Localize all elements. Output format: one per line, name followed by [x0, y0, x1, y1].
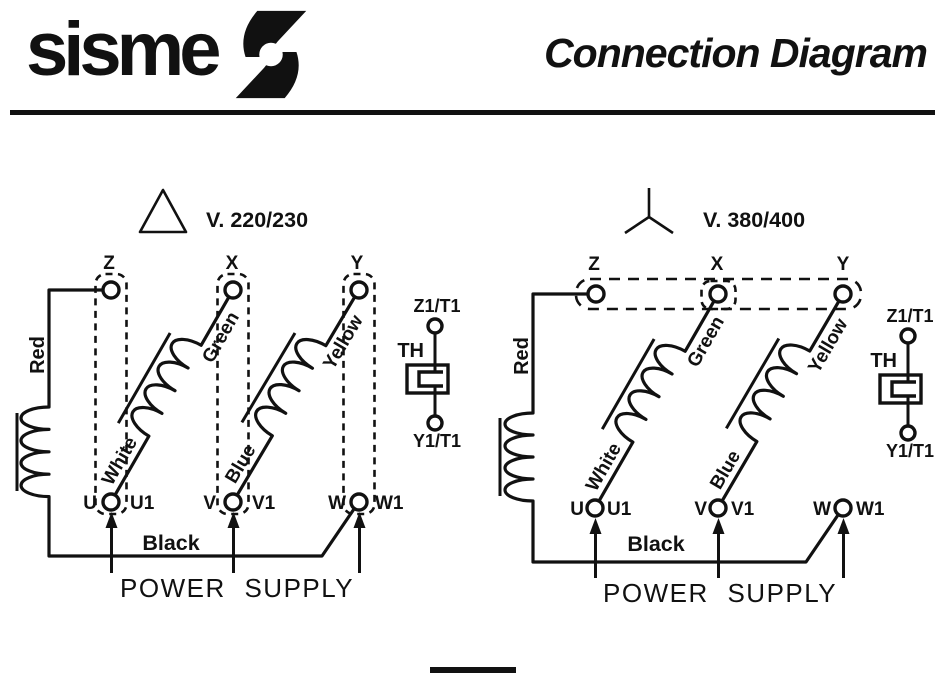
power-supply-arrows [589, 518, 850, 578]
thermal-protector: Z1/T1 TH Y1/T1 [397, 296, 461, 451]
terminal-label-v: V [203, 493, 216, 514]
terminal-z [101, 280, 121, 300]
terminal-label-u: U [83, 493, 97, 514]
page-title: Connection Diagram [544, 30, 928, 76]
thermal-bottom-label: Y1/T1 [886, 441, 934, 461]
terminal-label-y: Y [351, 253, 364, 274]
thermal-top-terminal [899, 327, 917, 345]
star-connection-diagram: V. 380/400 Red White Green Blue Yellow [498, 188, 934, 608]
terminal-u [585, 498, 605, 518]
main-winding-wire [503, 292, 840, 564]
thermal-device-label: TH [870, 350, 897, 372]
terminal-u [101, 492, 121, 512]
terminal-y [349, 280, 369, 300]
terminal-label-w: W [813, 499, 831, 520]
thermal-device-label: TH [397, 340, 424, 362]
star-y-icon [624, 188, 674, 235]
scan-artifact [430, 667, 516, 673]
terminal-label-z: Z [588, 254, 600, 275]
terminal-x [708, 284, 728, 304]
wire-label-red: Red [511, 337, 533, 375]
terminal-label-u: U [570, 499, 584, 520]
thermal-top-label: Z1/T1 [886, 306, 933, 326]
terminal-label-u1: U1 [607, 499, 632, 520]
thermal-top-terminal [426, 317, 444, 335]
power-supply-arrows [105, 512, 366, 573]
terminal-z [586, 284, 606, 304]
terminal-label-z: Z [103, 253, 115, 274]
wire-label-red: Red [27, 336, 49, 374]
terminal-label-x: X [711, 254, 724, 275]
thermal-bottom-label: Y1/T1 [413, 431, 461, 451]
sisme-swoosh-icon [235, 10, 307, 99]
thermal-contact [417, 370, 443, 388]
thermal-body [878, 373, 923, 405]
thermal-body [405, 363, 450, 395]
delta-connection-diagram: V. 220/230 Red White Green Blue Yellow [15, 188, 461, 603]
terminal-label-v: V [694, 499, 707, 520]
thermal-protector: Z1/T1 TH Y1/T1 [870, 306, 934, 461]
terminals: Z X Y U U1 V V1 W W1 [570, 254, 885, 520]
terminal-x [223, 280, 243, 300]
voltage-label: V. 380/400 [703, 208, 805, 232]
terminal-label-u1: U1 [130, 493, 155, 514]
main-winding-wire [19, 288, 356, 558]
wire-label-black: Black [627, 532, 684, 556]
terminal-v [708, 498, 728, 518]
terminal-y [833, 284, 853, 304]
thermal-bottom-terminal [426, 414, 444, 432]
terminal-label-w: W [328, 493, 346, 514]
wire-label-black: Black [142, 531, 199, 555]
terminal-w [833, 498, 853, 518]
thermal-contact [890, 380, 916, 398]
terminal-label-x: X [226, 253, 239, 274]
power-supply-caption: POWER SUPPLY [120, 573, 354, 603]
delta-triangle-icon [138, 188, 188, 234]
voltage-label: V. 220/230 [206, 208, 308, 232]
terminal-label-w1: W1 [856, 499, 885, 520]
terminal-label-y: Y [837, 254, 850, 275]
terminal-label-w1: W1 [375, 493, 404, 514]
thermal-bottom-terminal [899, 424, 917, 442]
terminal-v [223, 492, 243, 512]
terminals: Z X Y U U1 V V1 W W1 [83, 253, 404, 514]
power-supply-caption: POWER SUPPLY [603, 578, 837, 608]
terminal-label-v1: V1 [731, 499, 755, 520]
brand-logo-text: sisme [26, 7, 221, 92]
terminal-w [349, 492, 369, 512]
terminal-label-v1: V1 [252, 493, 276, 514]
thermal-top-label: Z1/T1 [413, 296, 460, 316]
star-link-boxes [574, 277, 863, 311]
header-divider [10, 110, 935, 115]
